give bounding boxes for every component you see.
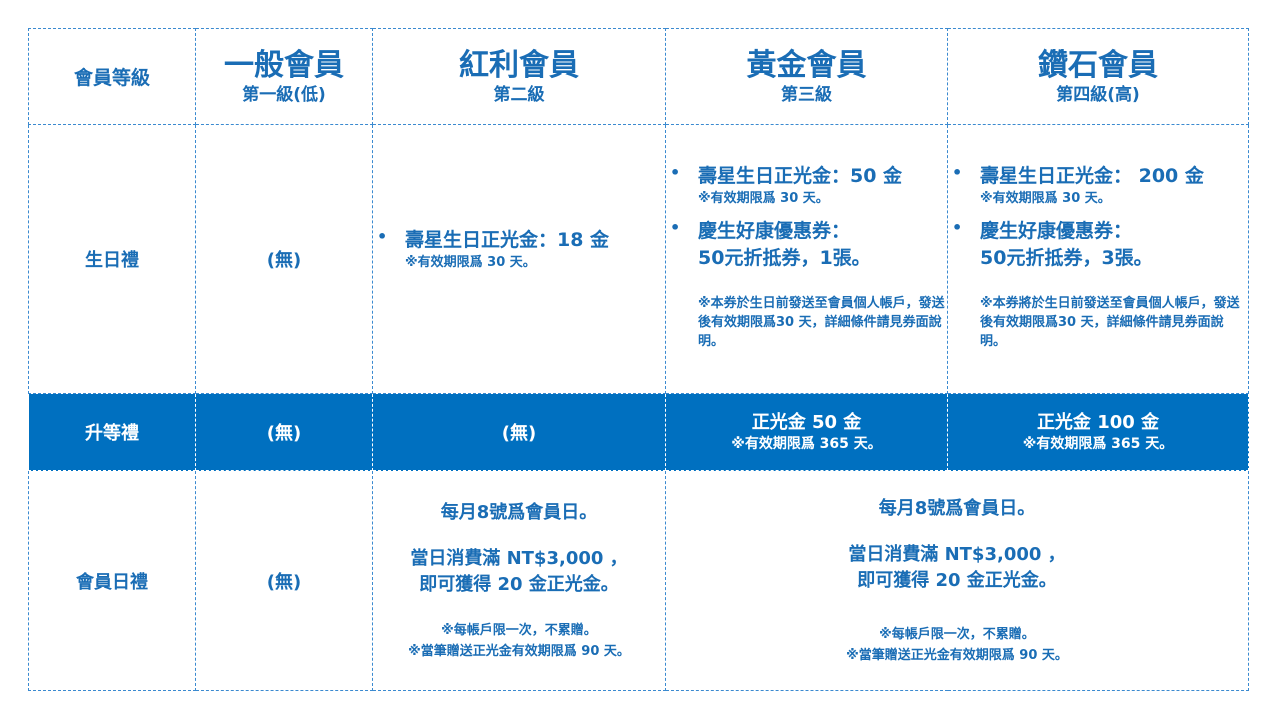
gift-note: ※有效期限爲 30 天。 <box>405 254 536 270</box>
bullet: • <box>670 218 681 237</box>
upgrade-note: ※有效期限爲 365 天。 <box>731 436 882 452</box>
member-day-line: 每月8號爲會員日。 <box>440 501 598 523</box>
coupon-fine-print: ※本券於生日前發送至會員個人帳戶，發送後有效期限爲30 天，詳細條件請見券面說明… <box>698 296 945 349</box>
gift-note: ※有效期限爲 30 天。 <box>698 191 829 206</box>
header-row: 會員等級 一般會員第一級(低) 紅利會員第二級 黃金會員第三級 鑽石會員第四級(… <box>28 28 1249 125</box>
coupon-title: 慶生好康優惠券： <box>698 220 851 242</box>
member-day-general: (無) <box>195 470 373 691</box>
level-bonus: 紅利會員第二級 <box>372 28 666 125</box>
upgrade-title: 正光金 50 金 <box>751 412 862 433</box>
gift-title: 壽星生日正光金：50 金 <box>698 165 903 187</box>
level-sub: 第一級(低) <box>242 84 326 105</box>
member-day-bonus: 每月8號爲會員日。 當日消費滿 NT$3,000 ， 即可獲得 20 金正光金。… <box>372 470 666 691</box>
birthday-diamond: • 壽星生日正光金： 200 金 ※有效期限爲 30 天。 • 慶生好康優惠券： 50元… <box>947 124 1249 394</box>
birthday-bonus: • 壽星生日正光金：18 金 ※有效期限爲 30 天。 <box>372 124 666 394</box>
gift-title: 壽星生日正光金：18 金 <box>405 228 610 251</box>
member-day-note: ※當筆贈送正光金有效期限爲 90 天。 <box>846 647 1068 663</box>
level-gold: 黃金會員第三級 <box>665 28 948 125</box>
level-sub: 第二級 <box>493 84 545 105</box>
coupon-detail: 50元折抵券，3張。 <box>980 247 1153 269</box>
birthday-gold: • 壽星生日正光金：50 金 ※有效期限爲 30 天。 • 慶生好康優惠券： 50元折抵… <box>665 124 948 394</box>
coupon-title: 慶生好康優惠券： <box>980 220 1133 242</box>
membership-table: 會員等級 一般會員第一級(低) 紅利會員第二級 黃金會員第三級 鑽石會員第四級(… <box>28 28 1249 691</box>
member-day-label: 會員日禮 <box>28 470 196 691</box>
bullet: • <box>952 163 963 182</box>
member-day-gold-diamond: 每月8號爲會員日。 當日消費滿 NT$3,000 ， 即可獲得 20 金正光金。… <box>665 470 1249 691</box>
gift-note: ※有效期限爲 30 天。 <box>980 191 1111 206</box>
birthday-label: 生日禮 <box>28 124 196 394</box>
level-name: 一般會員 <box>224 47 344 83</box>
upgrade-label: 升等禮 <box>28 393 196 471</box>
level-sub: 第三級 <box>781 84 832 105</box>
birthday-general: (無) <box>195 124 373 394</box>
upgrade-general: (無) <box>195 393 373 471</box>
member-day-row: 會員日禮 (無) 每月8號爲會員日。 當日消費滿 NT$3,000 ， 即可獲得… <box>28 470 1249 691</box>
birthday-row: 生日禮 (無) • 壽星生日正光金：18 金 ※有效期限爲 30 天。 • 壽星生日正… <box>28 124 1249 394</box>
upgrade-note: ※有效期限爲 365 天。 <box>1022 436 1174 452</box>
upgrade-diamond: 正光金 100 金 ※有效期限爲 365 天。 <box>947 393 1249 471</box>
level-sub: 第四級(高) <box>1056 84 1140 105</box>
member-day-line: 即可獲得 20 金正光金。 <box>419 573 619 595</box>
level-diamond: 鑽石會員第四級(高) <box>947 28 1249 125</box>
upgrade-gold: 正光金 50 金 ※有效期限爲 365 天。 <box>665 393 948 471</box>
member-day-note: ※當筆贈送正光金有效期限爲 90 天。 <box>408 643 630 659</box>
level-name: 黃金會員 <box>746 47 867 83</box>
upgrade-title: 正光金 100 金 <box>1036 412 1160 433</box>
level-name: 鑽石會員 <box>1038 47 1158 83</box>
coupon-fine-print: ※本券將於生日前發送至會員個人帳戶，發送後有效期限爲30 天，詳細條件請見券面說… <box>980 296 1240 349</box>
member-day-line: 每月8號爲會員日。 <box>878 497 1036 519</box>
bullet: • <box>952 218 963 237</box>
bullet: • <box>377 226 388 246</box>
member-day-line: 當日消費滿 NT$3,000 ， <box>848 543 1066 565</box>
upgrade-row: 升等禮 (無) (無) 正光金 50 金 ※有效期限爲 365 天。 正光金 10… <box>28 393 1249 471</box>
gift-title: 壽星生日正光金： 200 金 <box>980 165 1204 187</box>
member-day-note: ※每帳戶限一次，不累贈。 <box>879 626 1035 642</box>
coupon-detail: 50元折抵券，1張。 <box>698 247 871 269</box>
header-label: 會員等級 <box>28 28 196 125</box>
upgrade-bonus: (無) <box>372 393 666 471</box>
member-day-note: ※每帳戶限一次，不累贈。 <box>441 622 597 638</box>
level-general: 一般會員第一級(低) <box>195 28 373 125</box>
member-day-line: 當日消費滿 NT$3,000 ， <box>410 547 628 569</box>
bullet: • <box>670 163 681 182</box>
level-name: 紅利會員 <box>459 47 579 83</box>
member-day-line: 即可獲得 20 金正光金。 <box>857 569 1057 591</box>
